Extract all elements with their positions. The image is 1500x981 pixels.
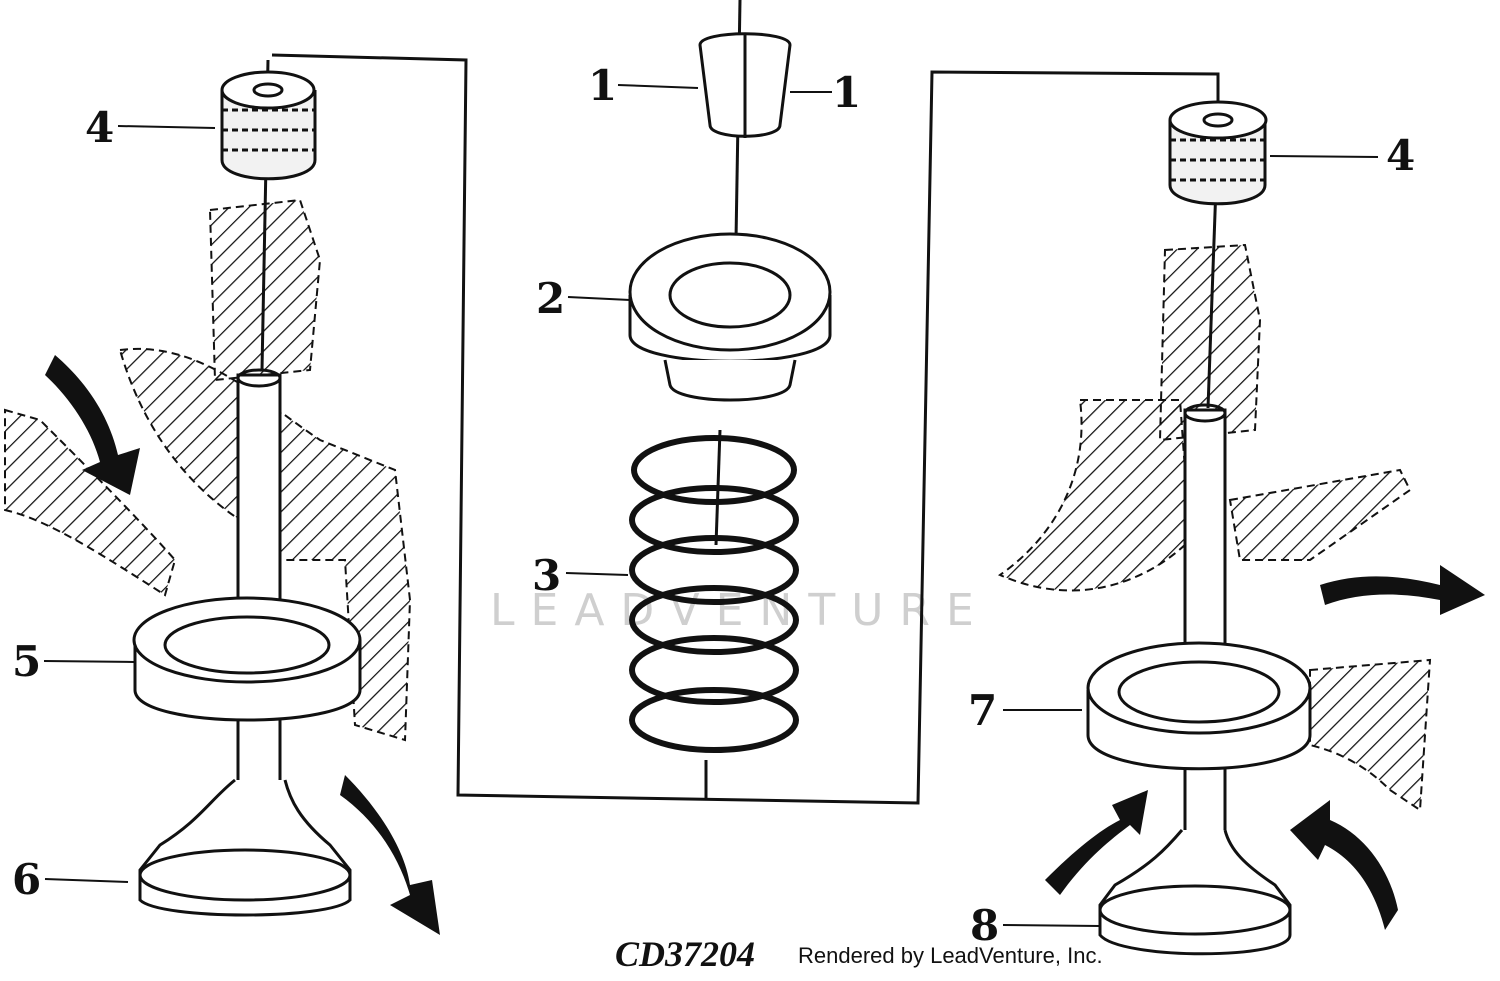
exhaust-seat-insert xyxy=(132,596,362,722)
callout-leaders xyxy=(43,84,1379,927)
right-head-section xyxy=(997,243,1432,812)
right-valve-seal xyxy=(1168,100,1268,206)
callout-keeper-right: 1 xyxy=(832,68,861,117)
callout-spring-cap: 2 xyxy=(536,274,565,323)
right-flow-arrows xyxy=(1045,565,1485,930)
callout-exhaust-insert: 5 xyxy=(12,637,41,686)
exhaust-valve xyxy=(138,368,352,917)
spring-cap xyxy=(628,232,832,402)
left-flow-arrows xyxy=(45,355,440,935)
callout-seal-left: 4 xyxy=(85,103,114,152)
callout-seal-right: 4 xyxy=(1386,131,1415,180)
valve-keepers xyxy=(698,32,792,138)
rendered-by-credit: Rendered by LeadVenture, Inc. xyxy=(798,943,1103,968)
callout-intake-insert: 7 xyxy=(968,686,997,735)
watermark-text: LEADVENTURE xyxy=(490,585,990,636)
valve-spring xyxy=(629,435,799,753)
intake-seat-insert xyxy=(1086,641,1312,771)
left-valve-seal xyxy=(220,70,317,181)
callout-spring: 3 xyxy=(532,551,561,600)
callout-exhaust-valve: 6 xyxy=(12,855,41,904)
callout-intake-valve: 8 xyxy=(970,901,999,950)
figure-code: CD37204 xyxy=(615,934,755,974)
callout-keeper-left: 1 xyxy=(588,61,617,110)
